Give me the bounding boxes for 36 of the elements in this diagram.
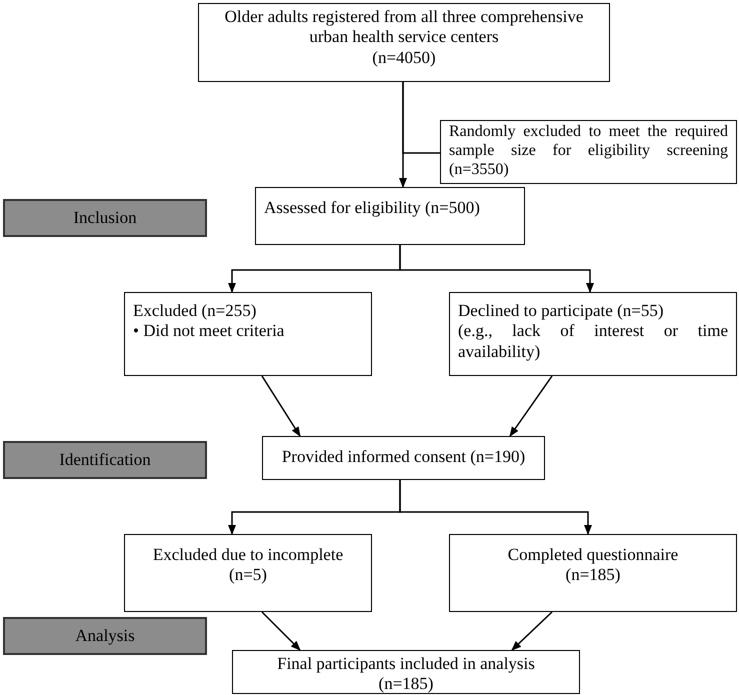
arrow	[511, 611, 553, 651]
stage-label-box	[3, 441, 207, 479]
box-text: Final participants included in analysis	[276, 654, 536, 674]
process-box	[262, 436, 545, 480]
stage-label-box	[3, 617, 207, 655]
stage-label: Inclusion	[73, 208, 137, 228]
box-text: Older adults registered from all three comprehensive urban health service centers	[224, 7, 584, 48]
stage-label: Identification	[59, 450, 151, 470]
box-text: Provided informed consent (n=190)	[280, 447, 526, 468]
box-text: Assessed for eligibility (n=500)	[264, 198, 481, 218]
arrow	[399, 245, 594, 293]
stage-label: Analysis	[75, 626, 135, 646]
connector-line	[402, 82, 440, 154]
box-text: • Did not meet criteria	[133, 321, 286, 342]
arrow	[399, 480, 592, 535]
process-box	[232, 650, 580, 694]
process-box	[449, 534, 737, 612]
box-text: Declined to participate (n=55)	[458, 301, 664, 322]
process-box	[198, 3, 610, 82]
box-text: (n=4050)	[371, 48, 437, 68]
box-text: (n=185)	[378, 674, 434, 695]
process-box	[449, 292, 737, 376]
box-text: Excluded due to incomplete	[152, 545, 344, 566]
process-box	[255, 187, 525, 245]
arrow	[261, 376, 301, 437]
process-box	[124, 534, 372, 612]
process-box	[124, 292, 372, 376]
box-text: (n=5)	[228, 565, 268, 586]
box-text: Completed questionnaire	[506, 545, 680, 566]
arrow	[509, 376, 553, 437]
box-text: (n=185)	[564, 565, 622, 586]
arrow	[261, 611, 301, 651]
box-text: (e.g., lack of interest or time availability)	[458, 321, 728, 362]
box-text: Randomly excluded to meet the required sample size for eligibility screening (n=3550)	[449, 122, 728, 180]
stage-label-box	[3, 199, 207, 237]
box-text: Excluded (n=255)	[133, 301, 258, 322]
